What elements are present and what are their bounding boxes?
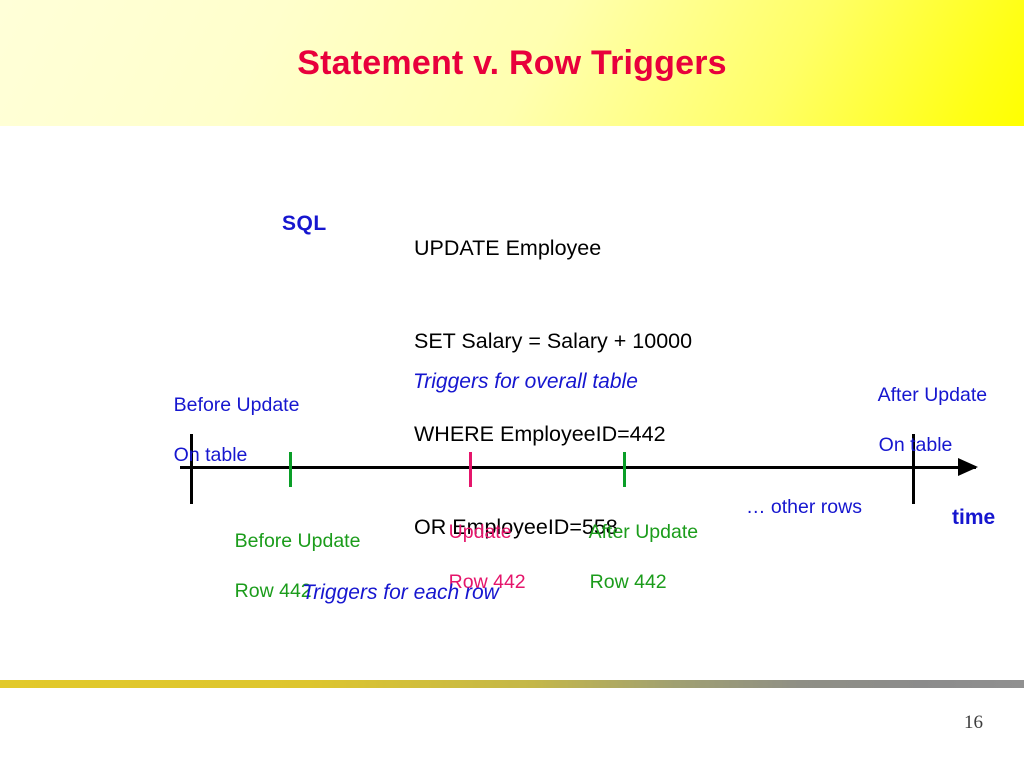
- sql-code: UPDATE Employee SET Salary = Salary + 10…: [414, 171, 692, 605]
- label-after-update-row-442: After Update Row 442: [568, 495, 698, 620]
- sql-code-line-2: SET Salary = Salary + 10000: [414, 329, 693, 353]
- label-before-update-on-table-line1: Before Update: [173, 394, 300, 416]
- tick-before-update-table: [190, 434, 193, 504]
- timeline-axis-arrow-icon: [958, 458, 978, 476]
- label-after-update-on-table-line2: On table: [878, 434, 953, 456]
- label-before-update-row-442: Before Update Row 442: [213, 504, 361, 629]
- tick-update-row: [469, 452, 472, 487]
- tick-after-update-table: [912, 434, 915, 504]
- tick-before-update-row: [289, 452, 292, 487]
- label-after-update-on-table-line1: After Update: [877, 384, 988, 406]
- label-after-update-on-table: After Update On table: [857, 358, 987, 483]
- label-other-rows: … other rows: [746, 496, 862, 518]
- axis-label-time: time: [952, 506, 996, 529]
- slide-header-band: Statement v. Row Triggers: [0, 0, 1024, 126]
- page-number: 16: [964, 712, 983, 733]
- label-before-update-on-table: Before Update On table: [152, 368, 300, 493]
- label-after-update-row-442-line1: After Update: [588, 521, 699, 543]
- sql-label: SQL: [282, 212, 327, 235]
- footer-divider-bar: [0, 680, 1024, 688]
- label-after-update-row-442-line2: Row 442: [589, 571, 667, 593]
- label-before-update-on-table-line2: On table: [173, 444, 248, 466]
- sql-code-line-4: OR EmployeeID=558: [414, 515, 618, 539]
- label-before-update-row-442-line2: Row 442: [234, 580, 312, 602]
- page-title: Statement v. Row Triggers: [297, 44, 727, 82]
- sql-code-line-3: WHERE EmployeeID=442: [414, 422, 666, 446]
- timeline-axis-line: [180, 466, 976, 469]
- label-update-row-442: Update Row 442: [427, 495, 526, 620]
- timeline-diagram: Before Update On table After Update On t…: [0, 340, 1024, 640]
- label-update-row-442-line2: Row 442: [448, 571, 526, 593]
- sql-statement-block: SQL UPDATE Employee SET Salary = Salary …: [0, 168, 1024, 539]
- label-before-update-row-442-line1: Before Update: [234, 530, 361, 552]
- caption-triggers-for-each-row: Triggers for each row: [302, 581, 499, 604]
- sql-code-line-1: UPDATE Employee: [414, 236, 602, 260]
- tick-after-update-row: [623, 452, 626, 487]
- label-update-row-442-line1: Update: [448, 521, 512, 543]
- caption-triggers-for-overall-table: Triggers for overall table: [413, 370, 638, 393]
